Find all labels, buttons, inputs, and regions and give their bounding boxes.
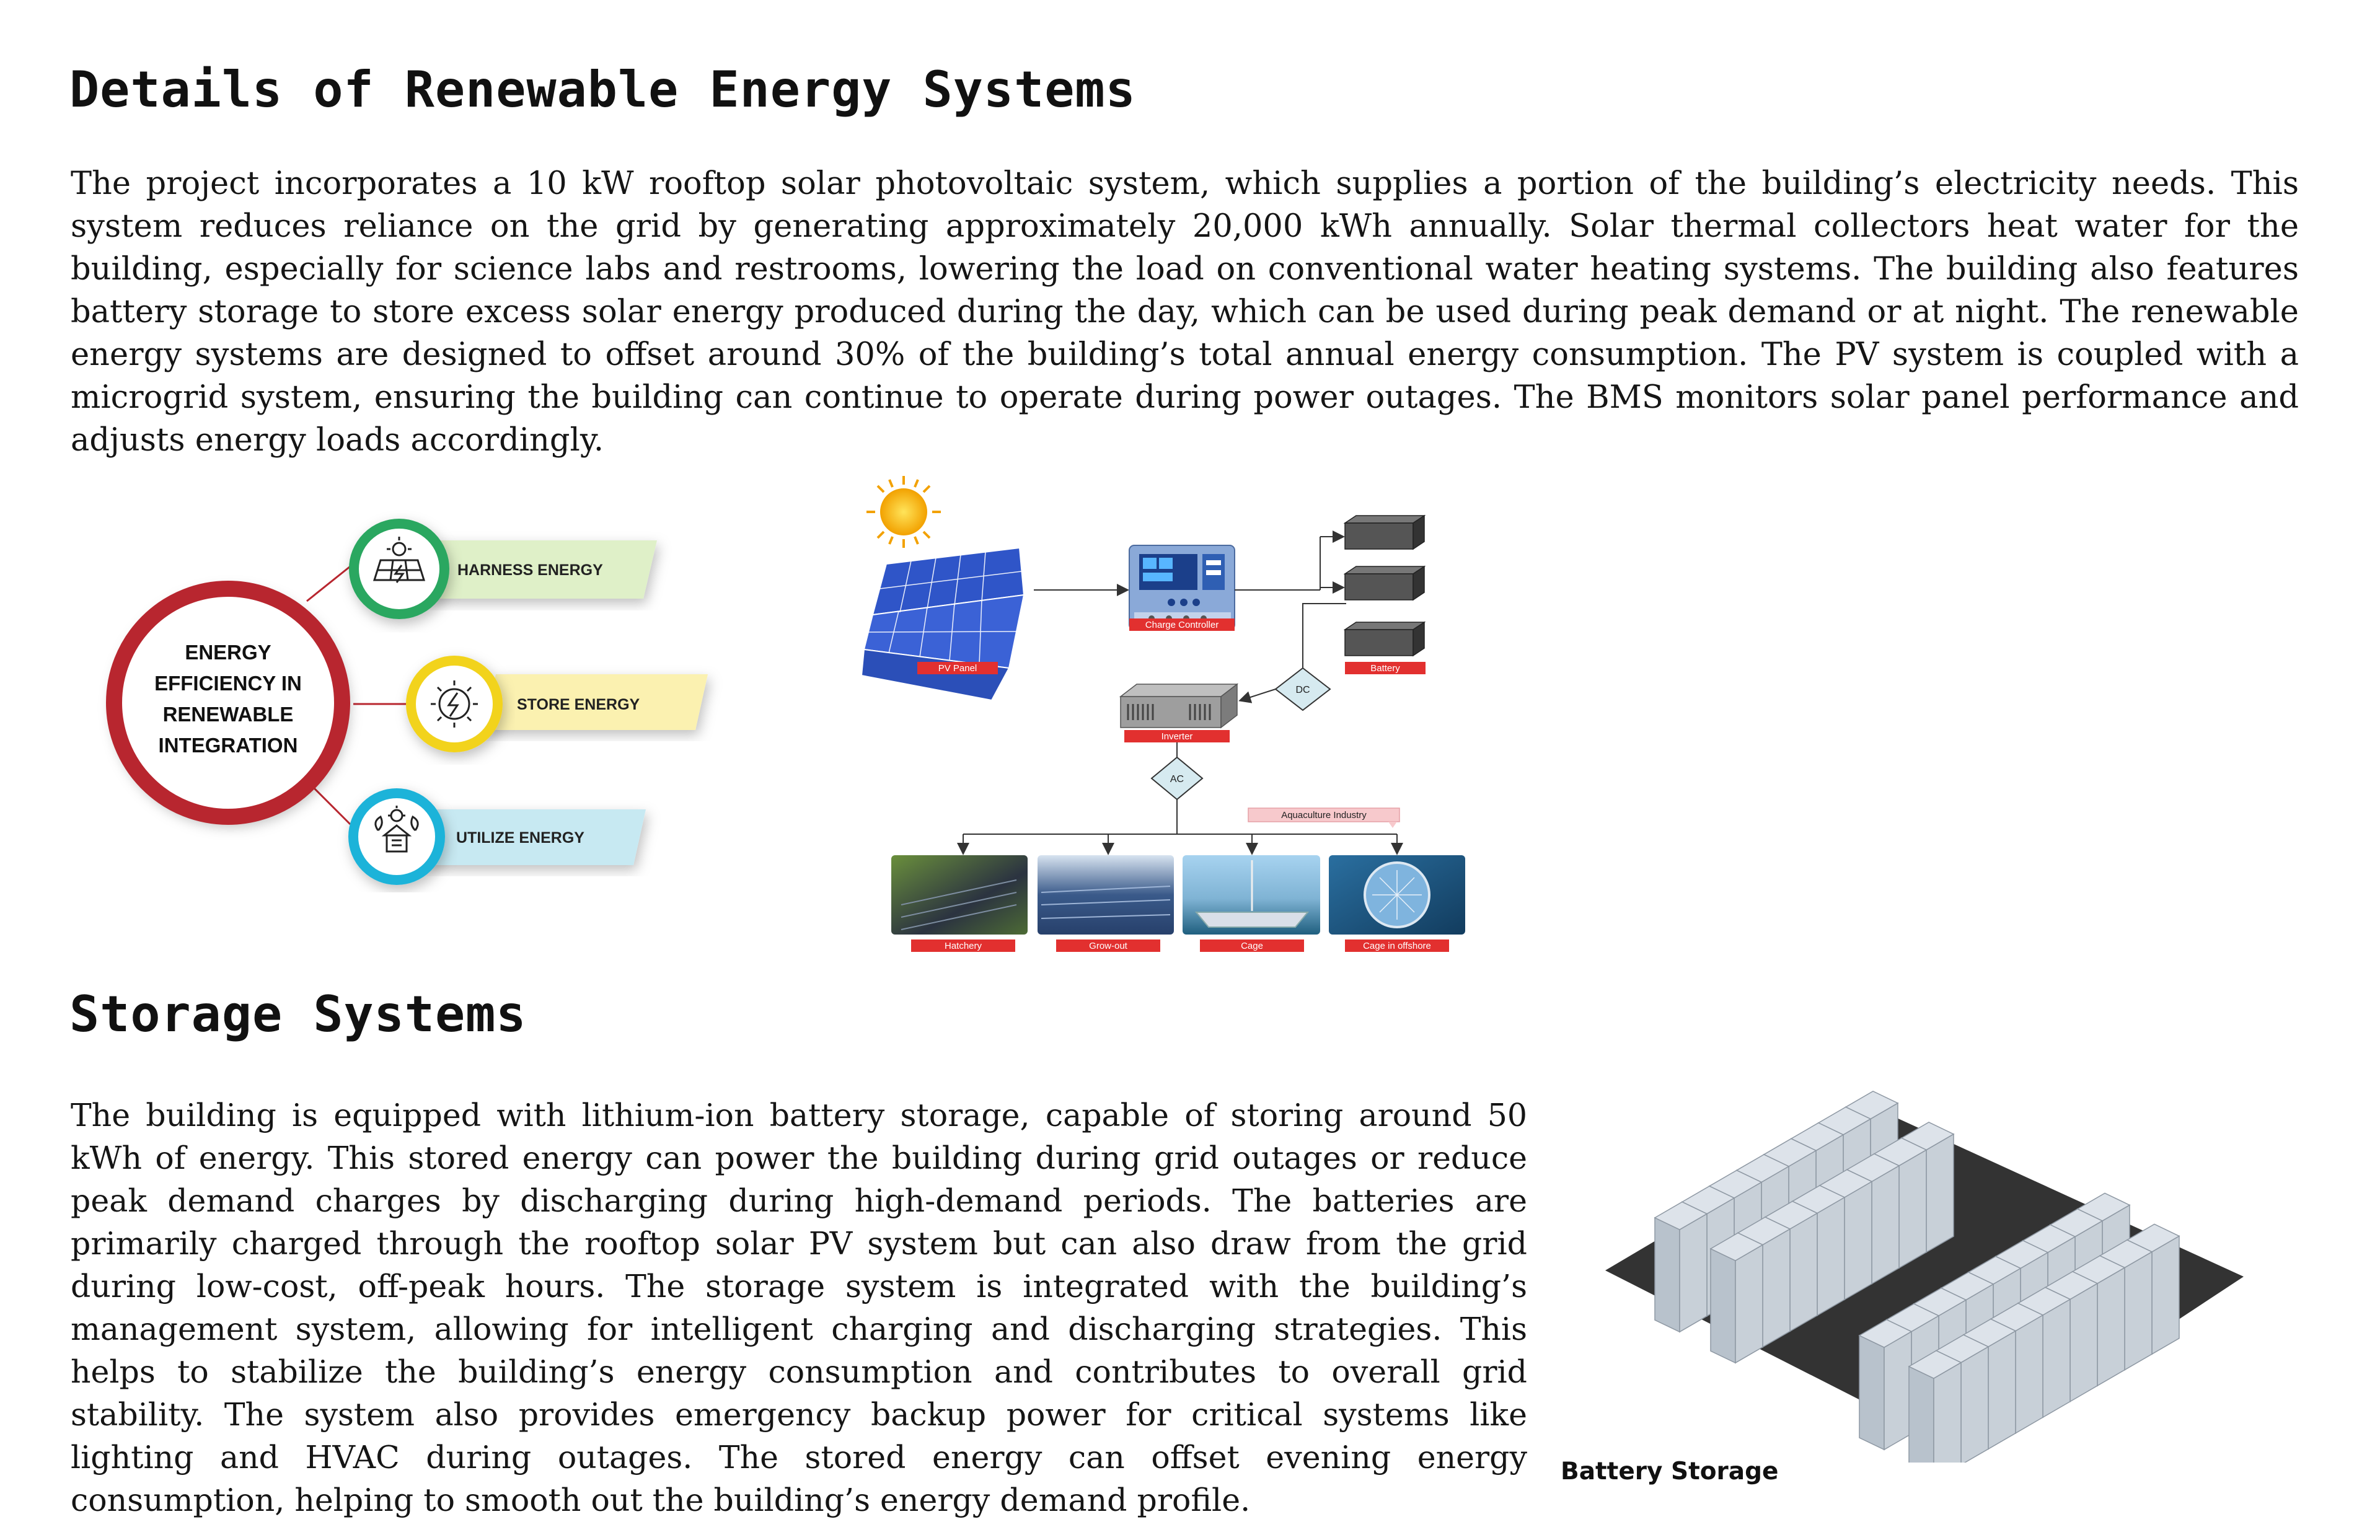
industry-tag <box>1248 807 1400 822</box>
ac-label: AC <box>1170 774 1184 785</box>
harness-node: HARNESS ENERGY <box>349 519 603 619</box>
battery-icon <box>1343 514 1426 657</box>
store-node: STORE ENERGY <box>406 656 640 752</box>
center-label-line-4: INTEGRATION <box>159 734 298 757</box>
solar-panel-icon <box>372 537 426 583</box>
center-label-line-1: ENERGY <box>185 641 271 664</box>
energy-efficiency-infographic: ENERGY EFFICIENCY IN RENEWABLE INTEGRATI… <box>106 519 708 885</box>
center-ring <box>106 581 350 825</box>
pv-panel-tag <box>917 662 998 674</box>
cage-offshore-label: Cage in offshore <box>1363 941 1431 951</box>
cage-label: Cage <box>1241 941 1263 951</box>
pv-panel-icon <box>862 547 1025 702</box>
utilize-node: UTILIZE ENERGY <box>348 788 584 885</box>
house-eco-icon <box>374 806 419 853</box>
sun-icon <box>866 476 941 548</box>
battery-storage-illustration <box>1605 1090 2244 1463</box>
section-heading-storage: Storage Systems <box>69 985 527 1043</box>
battery-cabinet <box>1858 1319 1913 1451</box>
inverter-label: Inverter <box>1161 731 1193 742</box>
battery-tag <box>1345 662 1426 674</box>
battery-cabinet <box>1709 1232 1764 1364</box>
harness-label: HARNESS ENERGY <box>457 561 603 579</box>
band-utilize <box>425 809 646 865</box>
pv-panel-label: PV Panel <box>938 663 977 674</box>
dc-label: DC <box>1295 685 1310 695</box>
hatchery-label: Hatchery <box>945 941 982 951</box>
cage-offshore-tag <box>1345 939 1449 952</box>
center-label-line-3: RENEWABLE <box>163 703 294 726</box>
center-label-line-2: EFFICIENCY IN <box>154 672 302 695</box>
dc-to-inverter-arrow <box>1238 689 1276 703</box>
battery-label: Battery <box>1370 663 1400 674</box>
paragraph-renewable: The project incorporates a 10 kW rooftop… <box>71 165 2299 459</box>
controller-label: Charge Controller <box>1145 620 1219 630</box>
band-store <box>483 674 708 730</box>
hatchery-tag <box>911 939 1015 952</box>
inverter-tag <box>1124 730 1230 742</box>
battery-cabinet <box>1654 1201 1708 1333</box>
section-heading-renewable: Details of Renewable Energy Systems <box>69 61 1136 118</box>
battery-cabinet <box>1908 1350 1962 1463</box>
paragraph-storage: The building is equipped with lithium-io… <box>71 1097 1527 1518</box>
store-label: STORE ENERGY <box>517 696 640 713</box>
cage-offshore-photo <box>1329 855 1465 935</box>
cage-photo <box>1183 855 1320 935</box>
battery-bus <box>1235 530 1345 594</box>
battery-cabinets <box>1654 1090 2180 1463</box>
industry-label: Aquaculture Industry <box>1281 810 1367 821</box>
controller-tag <box>1129 618 1235 631</box>
dc-node <box>1274 667 1331 711</box>
utilize-label: UTILIZE ENERGY <box>456 829 584 847</box>
grow-out-tag <box>1056 939 1160 952</box>
distribution-lines <box>957 799 1403 855</box>
grow-out-photo <box>1038 855 1174 935</box>
band-harness <box>426 540 657 599</box>
charge-controller-icon <box>1129 545 1235 630</box>
lightning-bulb-icon <box>431 680 478 728</box>
connector-harness <box>306 560 357 602</box>
grow-out-label: Grow-out <box>1089 941 1128 951</box>
industry-tag-pointer <box>1388 822 1397 828</box>
inverter-icon <box>1119 683 1239 729</box>
hatchery-photo <box>891 855 1028 935</box>
pv-system-diagram: PV Panel Charge Controller <box>862 476 1465 952</box>
battery-storage-caption: Battery Storage <box>1561 1458 1779 1485</box>
cage-tag <box>1200 939 1304 952</box>
